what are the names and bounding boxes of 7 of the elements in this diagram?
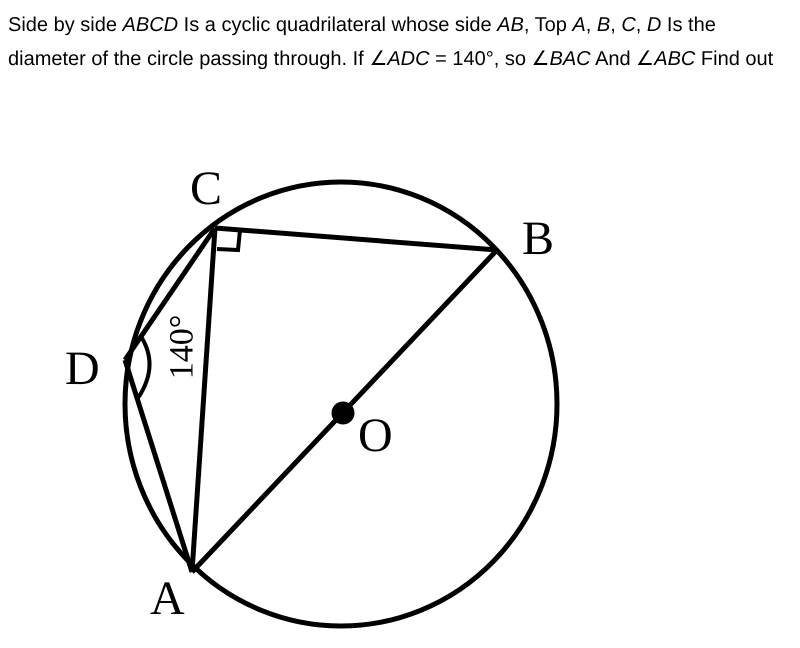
angle-label: 140° [165,314,200,380]
point-label: B [522,215,554,263]
question-text: Side by side ABCD Is a cyclic quadrilateral whose side AB, Top A, B, C, D Is the diameter of the circle passing through. If ∠ADC = 140°, so ∠BAC And ∠ABC Find out [8,13,774,72]
point-label: O [358,412,393,460]
point-label: D [65,345,100,393]
point-label: C [190,165,222,213]
point-label: A [150,575,185,623]
